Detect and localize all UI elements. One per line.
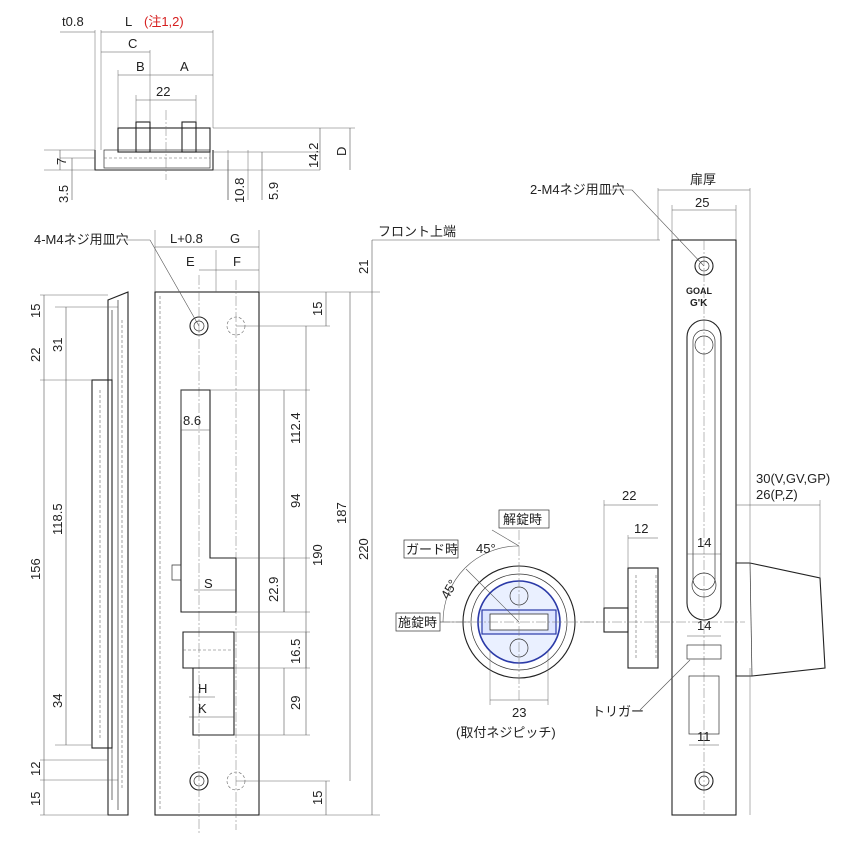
dim-L-0-8: L+0.8 bbox=[170, 231, 203, 246]
dim-L: L bbox=[125, 14, 132, 29]
dim-26: 26(P,Z) bbox=[756, 487, 798, 502]
dim-G: G bbox=[230, 231, 240, 246]
dim-15-a: 15 bbox=[28, 304, 43, 318]
dim-25: 25 bbox=[695, 195, 709, 210]
top-section-view: t0.8 L (注1,2) C B A 22 7 3.5 14.2 D 10.8… bbox=[44, 14, 355, 203]
dim-22-b: 22 bbox=[28, 348, 43, 362]
dim-190: 190 bbox=[310, 544, 325, 566]
dim-15-d: 15 bbox=[310, 791, 325, 805]
dim-22-r: 22 bbox=[622, 488, 636, 503]
dim-E: E bbox=[186, 254, 195, 269]
unlock-label: 解錠時 bbox=[503, 512, 542, 527]
side-view: 15 22 31 118.5 156 34 12 15 bbox=[28, 291, 129, 816]
dim-14-b: 14 bbox=[697, 618, 711, 633]
door-thickness-label: 扉厚 bbox=[690, 172, 716, 187]
dim-C: C bbox=[128, 36, 137, 51]
pitch-label: (取付ネジピッチ) bbox=[456, 725, 556, 740]
dim-30: 30(V,GV,GP) bbox=[756, 471, 830, 486]
dim-112-4: 112.4 bbox=[288, 412, 303, 444]
dim-5-9: 5.9 bbox=[266, 182, 281, 200]
dim-11: 11 bbox=[697, 729, 711, 744]
dim-16-5: 16.5 bbox=[288, 639, 303, 664]
dim-14-a: 14 bbox=[697, 535, 711, 550]
dim-B: B bbox=[136, 59, 145, 74]
angle-45-b: 45° bbox=[438, 577, 461, 602]
dim-12-r: 12 bbox=[634, 521, 648, 536]
side-trigger-view: GOAL G'K 2-M4ネジ用皿穴 扉厚 25 22 12 14 14 30(… bbox=[530, 172, 830, 816]
dim-31: 31 bbox=[50, 338, 65, 352]
dim-F: F bbox=[233, 254, 241, 269]
dim-12: 12 bbox=[28, 762, 43, 776]
dim-D: D bbox=[334, 147, 349, 156]
trigger-label: トリガー bbox=[592, 704, 644, 719]
angle-45-a: 45° bbox=[476, 541, 496, 556]
dim-23: 23 bbox=[512, 705, 526, 720]
dim-15-c: 15 bbox=[310, 302, 325, 316]
dim-A: A bbox=[180, 59, 189, 74]
lock-label: 施錠時 bbox=[398, 615, 437, 630]
dim-K: K bbox=[198, 701, 207, 716]
dim-22-top: 22 bbox=[156, 84, 170, 99]
dim-29: 29 bbox=[288, 696, 303, 710]
dim-187: 187 bbox=[334, 502, 349, 524]
dim-10-8: 10.8 bbox=[232, 178, 247, 203]
guard-label: ガード時 bbox=[406, 542, 458, 557]
logo-gk: G'K bbox=[690, 298, 708, 309]
dim-156: 156 bbox=[28, 558, 43, 580]
screw-label-left: 4-M4ネジ用皿穴 bbox=[34, 232, 129, 247]
dim-22-9: 22.9 bbox=[266, 577, 281, 602]
dim-118-5: 118.5 bbox=[50, 503, 65, 535]
dim-220: 220 bbox=[356, 538, 371, 560]
note-label: (注1,2) bbox=[144, 14, 184, 29]
dim-21: 21 bbox=[356, 260, 371, 274]
dim-15-b: 15 bbox=[28, 792, 43, 806]
dim-8-6: 8.6 bbox=[183, 413, 201, 428]
dim-S: S bbox=[204, 576, 213, 591]
front-top-label: フロント上端 bbox=[378, 224, 456, 239]
front-plate-view: 4-M4ネジ用皿穴 L+0.8 G E F フロント上端 21 8.6 15 1… bbox=[34, 224, 660, 835]
dim-94: 94 bbox=[288, 494, 303, 508]
dim-14-2: 14.2 bbox=[306, 143, 321, 168]
dim-34: 34 bbox=[50, 694, 65, 708]
screw-label-right: 2-M4ネジ用皿穴 bbox=[530, 182, 625, 197]
dim-H: H bbox=[198, 681, 207, 696]
dim-3-5: 3.5 bbox=[56, 185, 71, 203]
logo-goal: GOAL bbox=[686, 286, 713, 296]
rotary-view: 解錠時 ガード時 45° 45° 施錠時 23 (取付ネジピッチ) bbox=[395, 509, 600, 740]
dim-t08: t0.8 bbox=[62, 14, 84, 29]
dim-7: 7 bbox=[54, 158, 69, 165]
